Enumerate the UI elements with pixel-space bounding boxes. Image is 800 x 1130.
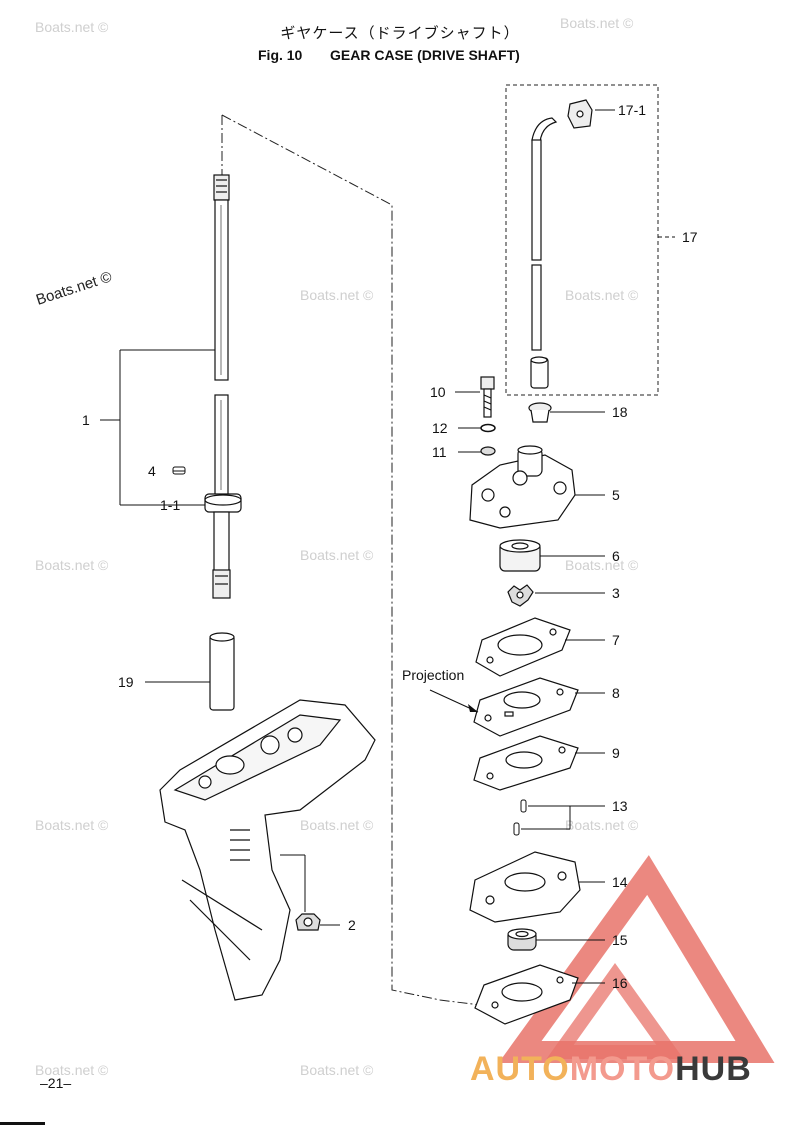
- drive-shaft: [204, 174, 242, 599]
- callout-1: 1: [82, 412, 90, 428]
- nut: [295, 913, 321, 931]
- watermark-text: Boats.net ©: [300, 287, 374, 303]
- watermark-text: Boats.net ©: [565, 287, 639, 303]
- callout-6: 6: [612, 548, 620, 564]
- pump-lower-gasket: [473, 735, 579, 791]
- callout-bracket-13: [521, 805, 605, 830]
- callout-15: 15: [612, 932, 628, 948]
- callout-2: 2: [348, 917, 356, 933]
- projection-arrow-icon: [468, 704, 478, 712]
- callout-10: 10: [430, 384, 446, 400]
- callout-14: 14: [612, 874, 628, 890]
- oil-seal: [507, 928, 537, 951]
- callout-9: 9: [612, 745, 620, 761]
- page-number: –21–: [40, 1075, 72, 1091]
- watermark-text: Boats.net ©: [35, 19, 109, 35]
- drive-shaft-tube: [209, 632, 235, 711]
- grommet: [567, 99, 593, 129]
- scan-edge-mark: [0, 1122, 45, 1125]
- pump-plate: [473, 677, 579, 737]
- pump-base-gasket: [474, 964, 579, 1025]
- callout-3: 3: [612, 585, 620, 601]
- dowel-pin: [520, 799, 527, 813]
- brand-part-hub: HUB: [675, 1050, 752, 1088]
- watermark-text: Boats.net ©: [35, 817, 109, 833]
- assembly-centerline: [221, 114, 521, 1011]
- callout-18: 18: [612, 404, 628, 420]
- seal-grommet: [528, 402, 552, 423]
- watermark-text: Boats.net ©: [300, 547, 374, 563]
- brand-wordmark: AUTOMOTOHUB: [470, 1050, 752, 1089]
- watermark-text: Boats.net ©: [565, 817, 639, 833]
- callout-7: 7: [612, 632, 620, 648]
- callout-12: 12: [432, 420, 448, 436]
- callout-8: 8: [612, 685, 620, 701]
- washer: [480, 446, 496, 456]
- callout-4: 4: [148, 463, 156, 479]
- watermark-text: Boats.net ©: [35, 1062, 109, 1078]
- callout-bracket-1: [100, 349, 215, 506]
- figure-number: Fig. 10: [258, 47, 303, 63]
- watermark-text-dark: Boats.net ©: [34, 268, 114, 308]
- watermark-text: Boats.net ©: [560, 15, 634, 31]
- pump-case: [469, 445, 576, 529]
- dowel-pin: [513, 822, 520, 836]
- brand-logo-icon: [498, 855, 775, 1063]
- impeller-housing-liner: [499, 539, 541, 572]
- watermark-text: Boats.net ©: [300, 1062, 374, 1078]
- watermark-text: Boats.net ©: [300, 817, 374, 833]
- pump-base: [469, 851, 581, 923]
- gear-case-housing: [159, 699, 376, 1001]
- projection-label: Projection: [402, 667, 464, 683]
- figure-name: GEAR CASE (DRIVE SHAFT): [330, 47, 520, 63]
- brand-part-auto: AUTO: [470, 1050, 570, 1088]
- spring-washer: [480, 423, 496, 433]
- callout-16: 16: [612, 975, 628, 991]
- title-japanese: ギヤケース（ドライブシャフト）: [280, 25, 520, 42]
- callout-13: 13: [612, 798, 628, 814]
- subassembly-box-17: [505, 84, 659, 396]
- callout-leaders: [145, 391, 605, 984]
- callout-19: 19: [118, 674, 134, 690]
- water-tube: [530, 117, 558, 389]
- callout-17: 17: [682, 229, 698, 245]
- pump-plate-gasket: [475, 617, 571, 677]
- brand-part-moto: MOTO: [569, 1050, 676, 1088]
- callout-17-1: 17-1: [618, 102, 646, 118]
- callout-1-1: 1-1: [160, 497, 180, 513]
- callout-5: 5: [612, 487, 620, 503]
- impeller: [507, 584, 534, 607]
- callout-11: 11: [432, 444, 447, 460]
- watermark-text: Boats.net ©: [565, 557, 639, 573]
- bolt: [480, 376, 495, 418]
- watermark-text: Boats.net ©: [35, 557, 109, 573]
